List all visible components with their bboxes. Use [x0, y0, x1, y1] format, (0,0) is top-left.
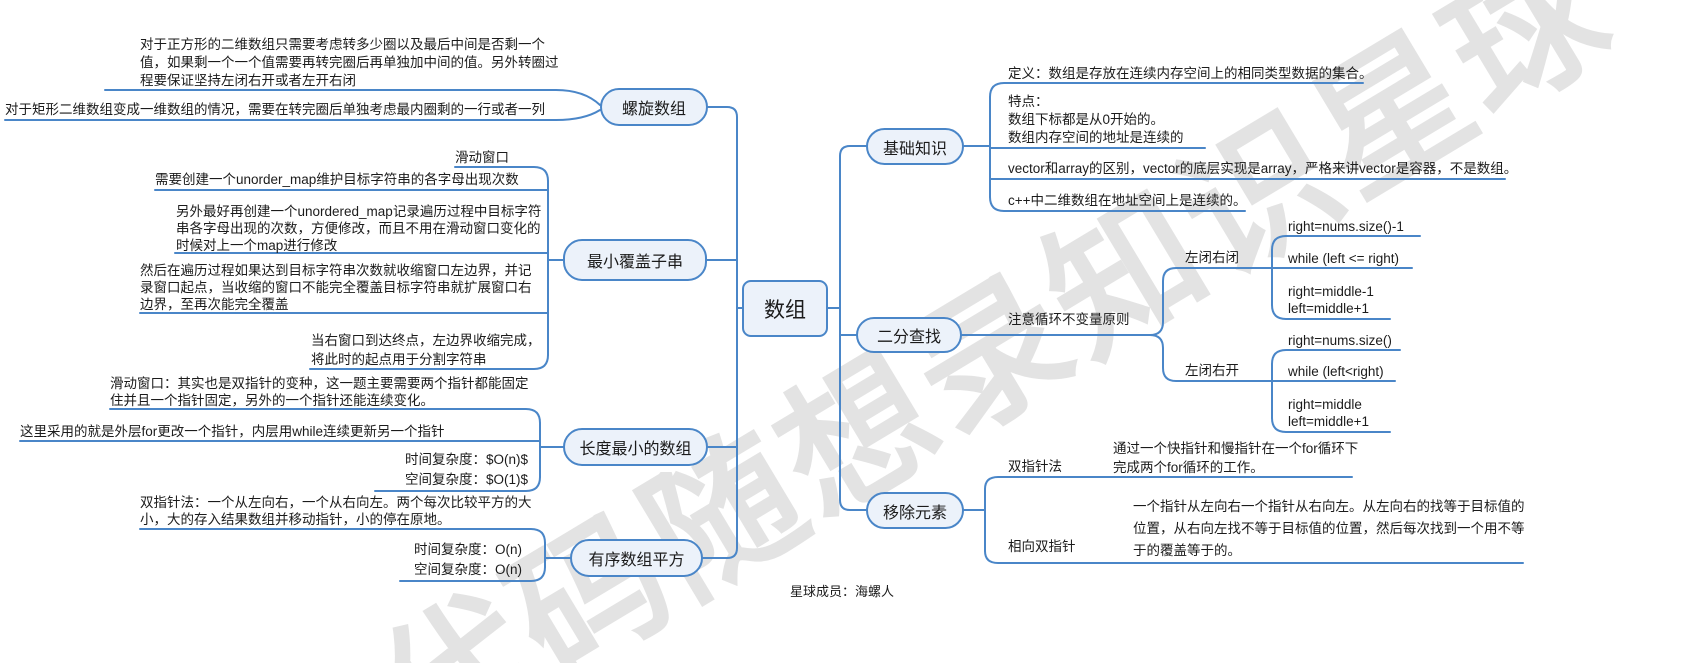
topic-min-window-substring[interactable]: 最小覆盖子串 — [563, 239, 707, 281]
leaf-unordered-map-note[interactable]: 另外最好再创建一个unordered_map记录遍历过程中目标字符串各字母出现的… — [176, 204, 542, 253]
leaf-halfopen-interval-label[interactable]: 左闭右开 — [1185, 363, 1239, 378]
leaf-minlen-complexity[interactable]: 时间复杂度：$O(n)$ 空间复杂度：$O(1)$ — [373, 450, 528, 490]
topic-sorted-array-squares[interactable]: 有序数组平方 — [570, 539, 703, 577]
time-complexity: 时间复杂度：O(n) — [414, 542, 522, 557]
space-complexity: 空间复杂度：$O(1)$ — [404, 472, 528, 487]
leaf-sliding-variant-note[interactable]: 滑动窗口：其实也是双指针的变种，这一题主要需要两个指针都能固定住并且一个指针固定… — [110, 376, 529, 408]
leaf-spiral-rect-note[interactable]: 对于矩形二维数组变成一维数组的情况，需要在转完圈后单独考虑最内圈剩的一行或者一列 — [5, 102, 545, 117]
leaf-sliding-window-tag[interactable]: 滑动窗口 — [455, 150, 509, 165]
leaf-sorted-complexity[interactable]: 时间复杂度：O(n) 空间复杂度：O(n) — [398, 540, 522, 580]
leaf-cpp-2d-array[interactable]: c++中二维数组在地址空间上是连续的。 — [1008, 193, 1247, 208]
leaf-shrink-window-note[interactable]: 然后在遍历过程如果达到目标字符串次数就收缩窗口左边界，并记录窗口起点，当收缩的窗… — [140, 263, 532, 312]
leaf-halfopen-update[interactable]: right=middle left=middle+1 — [1288, 397, 1370, 429]
leaf-loop-invariant[interactable]: 注意循环不变量原则 — [1008, 312, 1130, 327]
topic-spiral-array[interactable]: 螺旋数组 — [600, 88, 708, 126]
leaf-unorder-map-note[interactable]: 需要创建一个unorder_map维护目标字符串的各字母出现次数 — [155, 172, 519, 187]
leaf-for-while-note[interactable]: 这里采用的就是外层for更改一个指针，内层用while连续更新另一个指针 — [20, 424, 445, 439]
leaf-halfopen-loop[interactable]: while (left<right) — [1288, 364, 1384, 379]
leaf-two-pointer-note[interactable]: 双指针法：一个从左向右，一个从右向左。两个每次比较平方的大小，大的存入结果数组并… — [140, 495, 532, 527]
leaf-fast-slow-note[interactable]: 通过一个快指针和慢指针在一个for循环下完成两个for循环的工作。 — [1113, 441, 1359, 475]
topic-min-size-subarray[interactable]: 长度最小的数组 — [563, 428, 708, 466]
leaf-halfopen-init[interactable]: right=nums.size() — [1288, 333, 1392, 348]
topic-binary-search[interactable]: 二分查找 — [856, 317, 962, 353]
space-complexity: 空间复杂度：O(n) — [414, 562, 522, 577]
leaf-closed-init[interactable]: right=nums.size()-1 — [1288, 219, 1404, 234]
leaf-window-end-note[interactable]: 当右窗口到达终点，左边界收缩完成，将此时的起点用于分割字符串 — [311, 333, 541, 367]
topic-basics[interactable]: 基础知识 — [866, 128, 964, 165]
leaf-closed-loop[interactable]: while (left <= right) — [1288, 251, 1400, 266]
topic-remove-elements[interactable]: 移除元素 — [866, 492, 964, 529]
footer-member: 星球成员：海螺人 — [790, 584, 895, 599]
leaf-spiral-square-note[interactable]: 对于正方形的二维数组只需要考虑转多少圈以及最后中间是否剩一个值，如果剩一个一个值… — [140, 37, 559, 88]
leaf-closed-update[interactable]: right=middle-1 left=middle+1 — [1288, 284, 1374, 316]
leaf-array-definition[interactable]: 定义：数组是存放在连续内存空间上的相同类型数据的集合。 — [1008, 66, 1373, 81]
leaf-fast-slow-label[interactable]: 双指针法 — [1008, 459, 1062, 474]
leaf-closed-interval-label[interactable]: 左闭右闭 — [1185, 250, 1239, 265]
time-complexity: 时间复杂度：$O(n)$ — [404, 452, 528, 467]
leaf-opposite-pointer-note[interactable]: 一个指针从左向右一个指针从右向左。从左向右的找等于目标值的位置，从右向左找不等于… — [1133, 499, 1525, 558]
leaf-array-features[interactable]: 特点： 数组下标都是从0开始的。 数组内存空间的地址是连续的 — [1008, 94, 1184, 145]
topic-array[interactable]: 数组 — [742, 280, 828, 337]
leaf-vector-vs-array[interactable]: vector和array的区别，vector的底层实现是array，严格来讲ve… — [1008, 161, 1518, 176]
leaf-opposite-pointer-label[interactable]: 相向双指针 — [1008, 539, 1076, 554]
